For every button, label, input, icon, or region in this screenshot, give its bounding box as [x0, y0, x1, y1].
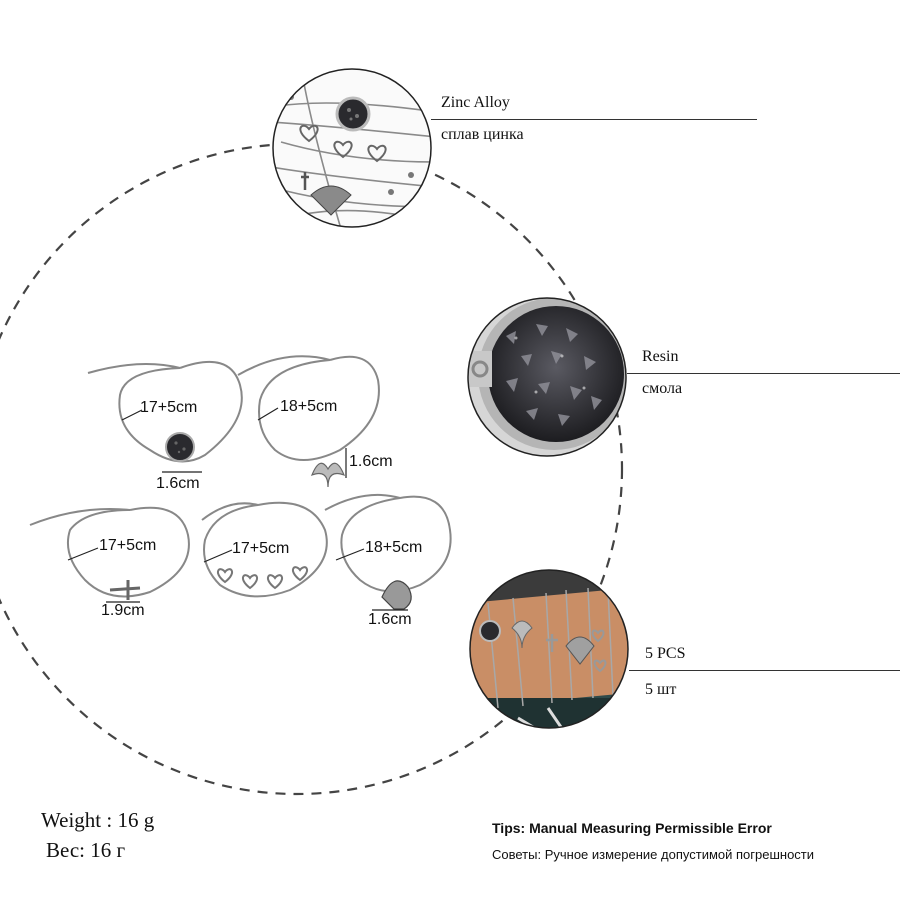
tips-title-ru: Советы: Ручное измерение допустимой погр… [492, 847, 815, 862]
bracelet-2-length: 18+5cm [280, 398, 338, 415]
bracelet-1-length: 17+5cm [140, 399, 198, 416]
resin-underline [627, 373, 900, 374]
bracelet-1-pendant-size: 1.6cm [156, 475, 200, 492]
weight-label-ru: Вес: 16 г [46, 838, 126, 862]
bracelet-3-length: 17+5cm [99, 537, 157, 554]
bracelet-3-pendant-size: 1.9cm [101, 602, 145, 619]
resin-label: Resin [642, 348, 679, 365]
bracelet-5-length: 18+5cm [365, 539, 423, 556]
druzy-pendant [165, 432, 195, 462]
zinc-alloy-label-ru: сплав цинка [441, 126, 524, 143]
zinc-alloy-label: Zinc Alloy [441, 94, 510, 111]
cross-pendant [109, 580, 141, 600]
shell-pendant [381, 580, 412, 610]
hearts-pendant [216, 566, 309, 590]
whale-tail-pendant [310, 462, 346, 488]
tips-title: Tips: Manual Measuring Permissible Error [492, 820, 772, 836]
pieces-underline [629, 670, 900, 671]
resin-label-ru: смола [642, 380, 683, 397]
pieces-label-ru: 5 шт [645, 681, 677, 698]
wrist-photo-image [469, 569, 629, 729]
pieces-label: 5 PCS [645, 645, 686, 662]
weight-label: Weight : 16 g [41, 808, 155, 832]
zinc-alloy-closeup-image [272, 68, 432, 228]
zinc-alloy-underline [431, 119, 757, 120]
bracelet-4-length: 17+5cm [232, 540, 290, 557]
bracelet-5-pendant-size: 1.6cm [368, 611, 412, 628]
bracelet-2-pendant-size: 1.6cm [349, 453, 393, 470]
resin-closeup-image [467, 297, 627, 457]
